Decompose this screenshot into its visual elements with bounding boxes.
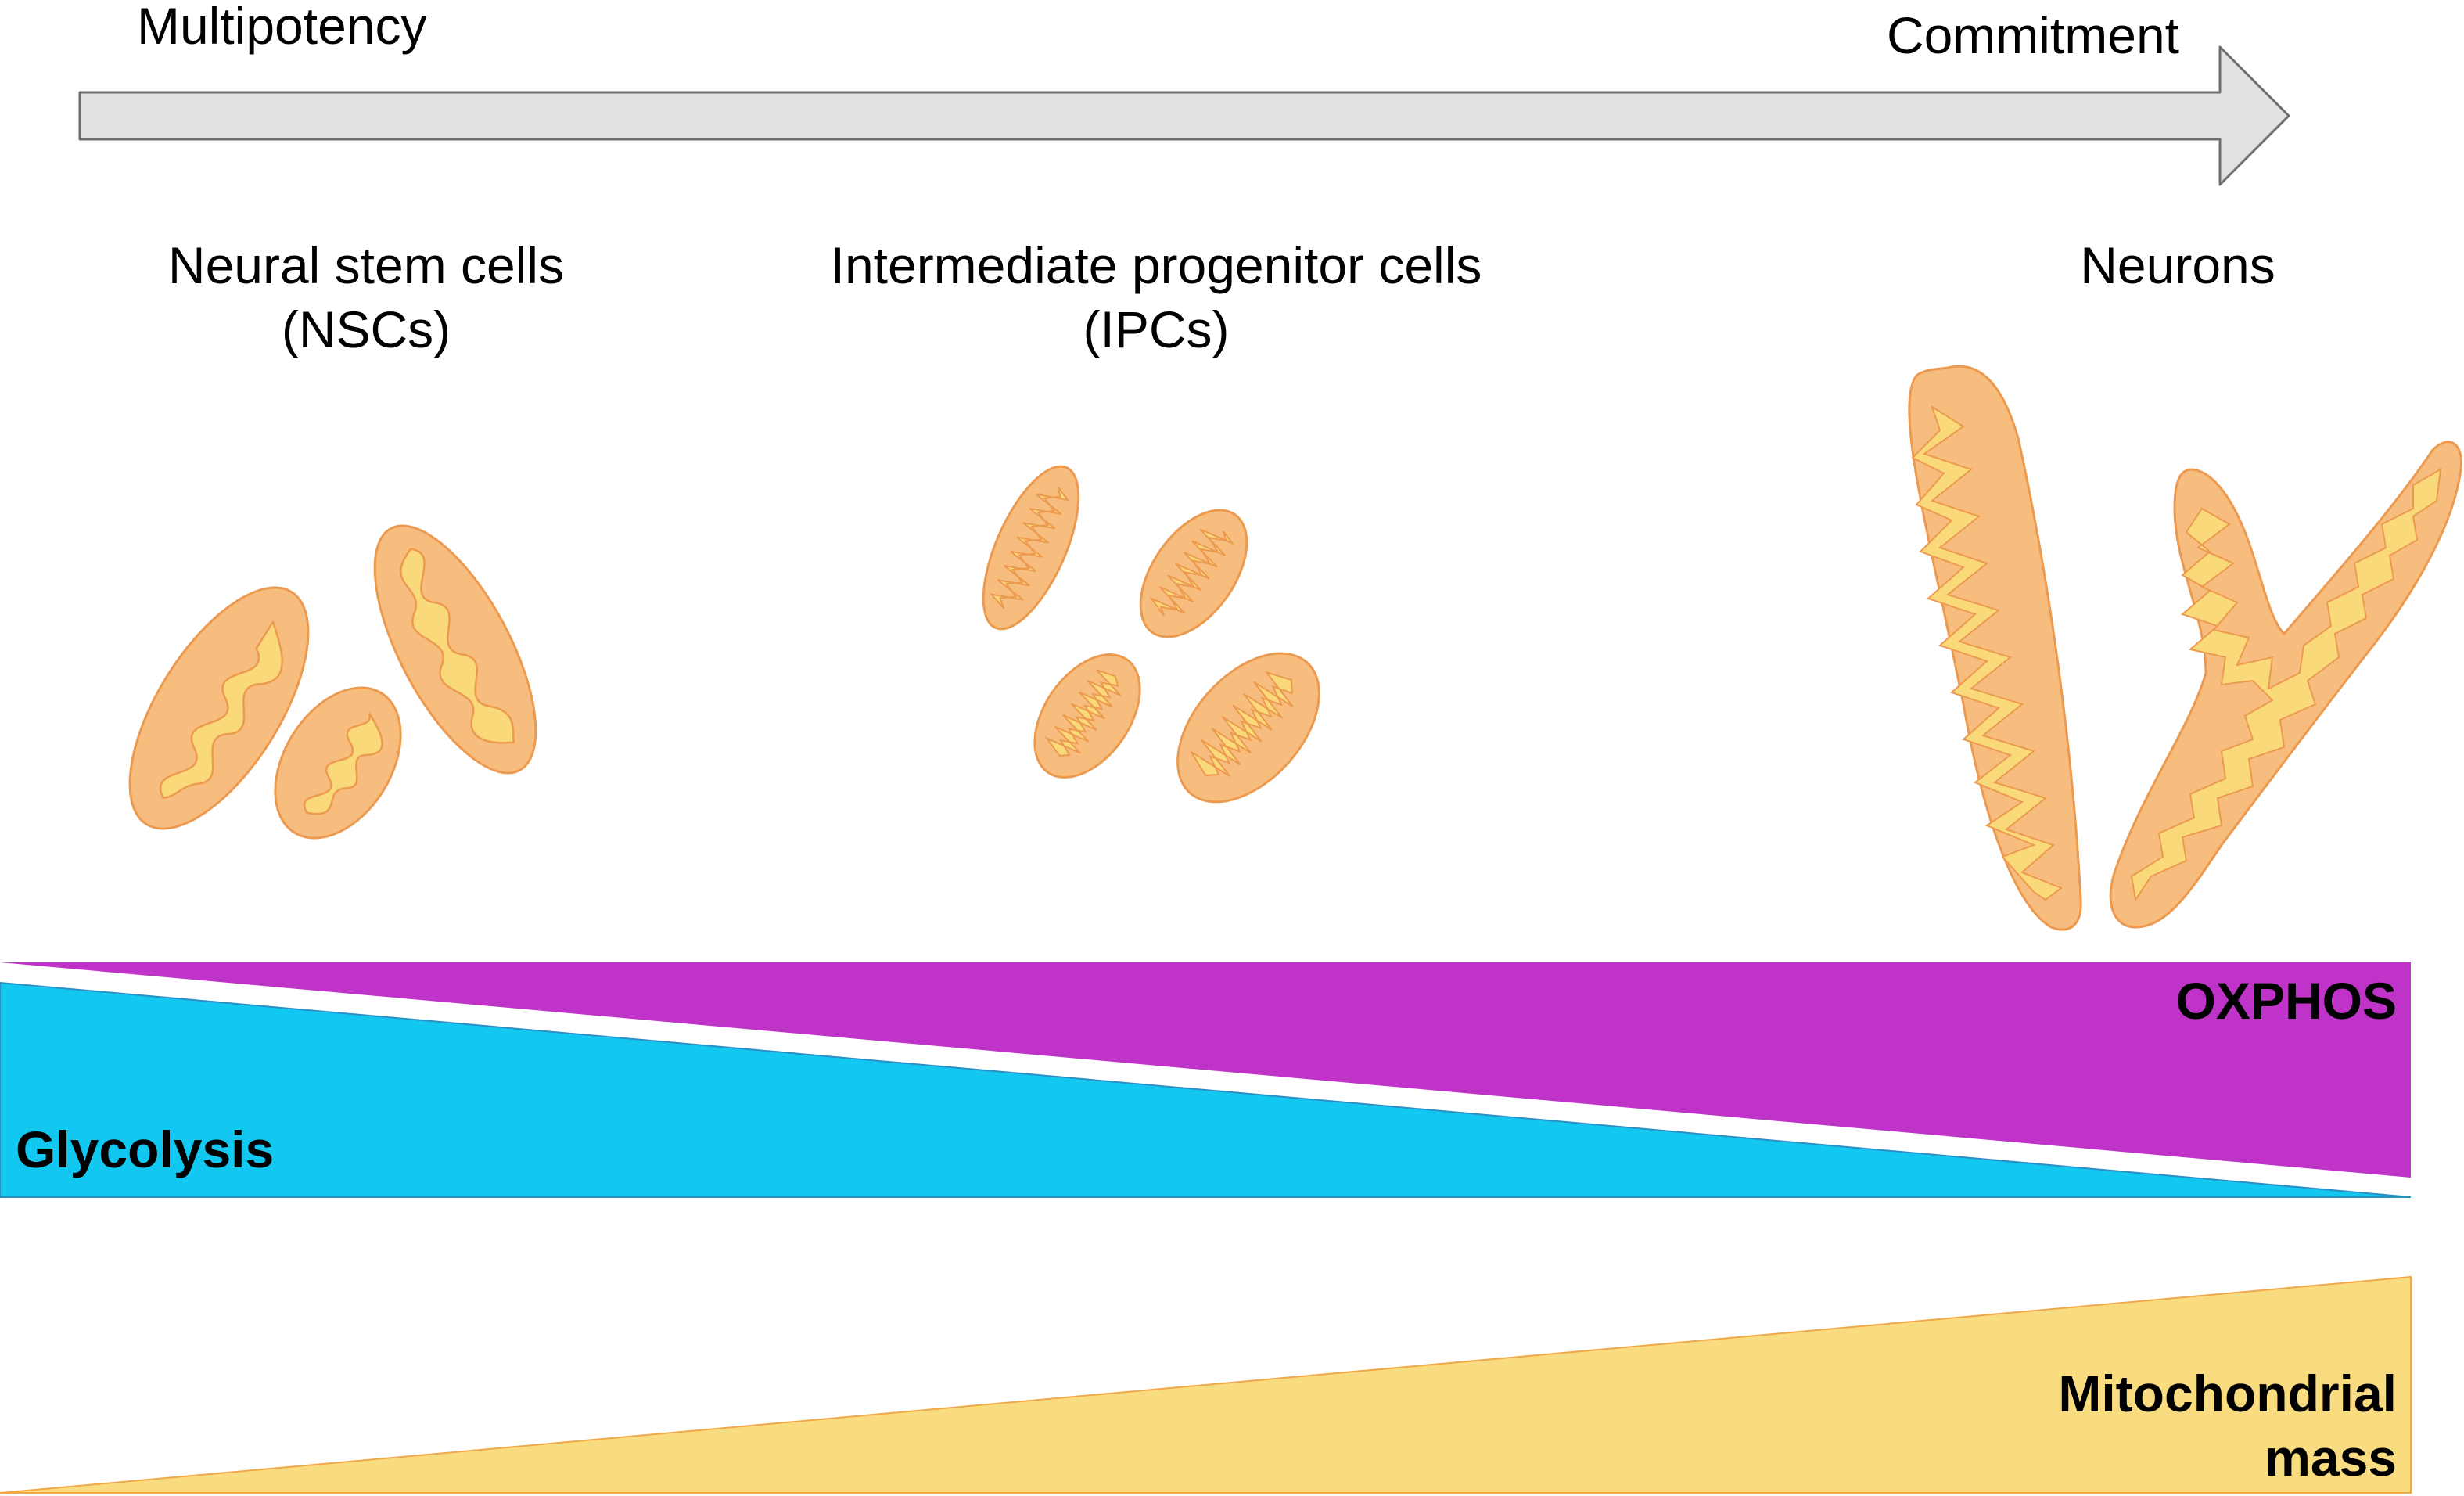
- neurons-label: Neurons: [2080, 236, 2275, 294]
- oxphos-label: OXPHOS: [2176, 972, 2397, 1030]
- ipc-abbrev: (IPCs): [1083, 300, 1230, 358]
- ipc-mitochondria: [982, 465, 1320, 804]
- mitochondrion-icon: [373, 524, 537, 775]
- glycolysis-gradient: [0, 981, 2412, 1198]
- oxphos-gradient: [0, 962, 2411, 1178]
- mitochondrion-icon: [1176, 652, 1320, 804]
- glycolysis-label: Glycolysis: [16, 1120, 274, 1178]
- mitochondrion-icon: [982, 465, 1080, 631]
- nsc-mitochondria: [128, 524, 537, 840]
- mitochondrial-mass-gradient: [0, 1275, 2412, 1494]
- mitochondrial-mass-label-line2: mass: [2265, 1429, 2397, 1487]
- mitochondrion-icon: [2109, 441, 2463, 929]
- neuron-mitochondria: [1908, 365, 2463, 931]
- commitment-label: Commitment: [1887, 6, 2179, 64]
- mitochondrion-icon: [274, 686, 402, 840]
- mitochondrion-icon: [1033, 653, 1141, 779]
- multipotency-label: Multipotency: [137, 0, 427, 55]
- mitochondrion-icon: [1139, 509, 1248, 638]
- nsc-label: Neural stem cells: [168, 236, 564, 294]
- mitochondrion-icon: [1908, 365, 2082, 931]
- ipc-label: Intermediate progenitor cells: [831, 236, 1482, 294]
- mitochondrion-icon: [128, 586, 310, 830]
- mitochondrial-mass-label: Mitochondrial: [2058, 1365, 2397, 1422]
- nsc-abbrev: (NSCs): [282, 300, 451, 358]
- progression-arrow: [78, 45, 2290, 186]
